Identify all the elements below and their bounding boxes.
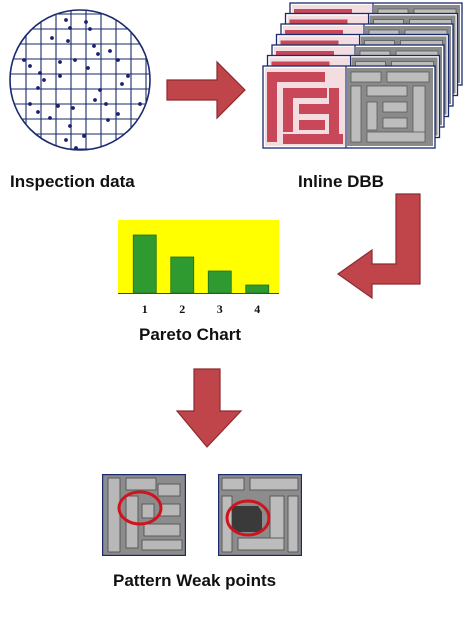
pareto-bar-3 xyxy=(207,270,232,294)
pareto-tick-label-2: 2 xyxy=(179,302,185,316)
weak-point-highlight-2 xyxy=(225,499,271,537)
arrow-right xyxy=(166,60,246,120)
weak-point-image-2 xyxy=(218,474,302,556)
pareto-tick-label-4: 4 xyxy=(254,302,260,316)
pareto-tick-label-1: 1 xyxy=(142,302,148,316)
pareto-bar-2 xyxy=(170,256,195,294)
dbb-image-stack xyxy=(262,2,463,149)
weak-point-image-1 xyxy=(102,474,186,556)
wafer-outline xyxy=(9,9,151,151)
pareto-bar-4 xyxy=(245,284,270,294)
pareto-bar-1 xyxy=(132,234,157,294)
arrow-elbow xyxy=(336,193,421,300)
pattern-weak-points-label: Pattern Weak points xyxy=(113,571,277,590)
wafer-map xyxy=(9,9,151,151)
weak-point-highlight-1 xyxy=(117,490,163,526)
pareto-chart-label: Pareto Chart xyxy=(139,325,242,344)
inline-dbb-label: Inline DBB xyxy=(298,172,384,191)
inspection-data-label: Inspection data xyxy=(10,172,135,191)
arrow-down xyxy=(175,368,243,448)
pareto-chart: 1 2 3 4 xyxy=(118,220,279,316)
pareto-tick-label-3: 3 xyxy=(217,302,223,316)
